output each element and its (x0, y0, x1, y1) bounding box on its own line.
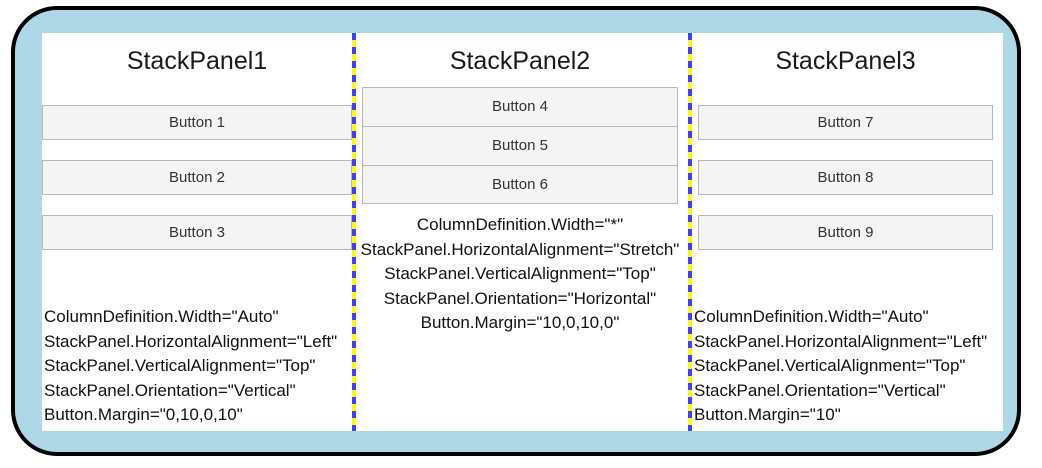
stackpanel-2: StackPanel2 Button 4 Button 5 Button 6 C… (352, 33, 688, 431)
column-divider-2 (688, 33, 692, 431)
annotation-line: StackPanel.Orientation="Vertical" (694, 380, 946, 400)
button-8[interactable]: Button 8 (698, 160, 993, 195)
button-5[interactable]: Button 5 (362, 126, 678, 165)
annotation-block-1: ColumnDefinition.Width="Auto" StackPanel… (44, 305, 337, 428)
annotation-line: StackPanel.Orientation="Vertical" (44, 380, 296, 400)
button-2[interactable]: Button 2 (42, 160, 352, 195)
annotation-line: ColumnDefinition.Width="*" (416, 215, 624, 234)
grid-content-area: StackPanel1 Button 1 Button 2 Button 3 C… (42, 33, 1003, 431)
grid-column-2: StackPanel2 Button 4 Button 5 Button 6 C… (352, 33, 688, 431)
panel-title-3: StackPanel3 (775, 47, 916, 75)
button-9[interactable]: Button 9 (698, 215, 993, 250)
annotation-line: ColumnDefinition.Width="Auto" (694, 307, 929, 326)
annotation-line: Button.Margin="0,10,0,10" (44, 405, 243, 424)
annotation-line: StackPanel.VerticalAlignment="Top" (44, 356, 316, 375)
stackpanel-3: StackPanel3 Button 7 Button 8 Button 9 C… (688, 33, 1003, 431)
stackpanel-1: StackPanel1 Button 1 Button 2 Button 3 C… (42, 33, 352, 431)
annotation-line: StackPanel.HorizontalAlignment="Stretch" (360, 239, 680, 259)
panel-title-2: StackPanel2 (449, 47, 591, 75)
button-6[interactable]: Button 6 (362, 165, 678, 204)
annotation-line: StackPanel.HorizontalAlignment="Left" (44, 331, 338, 351)
annotation-line: Button.Margin="10,0,10,0" (420, 313, 620, 332)
button-4[interactable]: Button 4 (362, 87, 678, 126)
button-7[interactable]: Button 7 (698, 105, 993, 140)
annotation-line: ColumnDefinition.Width="Auto" (44, 307, 279, 326)
button-3[interactable]: Button 3 (42, 215, 352, 250)
annotation-block-3: ColumnDefinition.Width="Auto" StackPanel… (694, 305, 987, 428)
column-divider-1 (352, 33, 356, 431)
annotation-line: StackPanel.VerticalAlignment="Top" (384, 264, 656, 283)
annotation-line: StackPanel.VerticalAlignment="Top" (694, 356, 966, 375)
button-stack-1: Button 1 Button 2 Button 3 (42, 95, 352, 260)
button-stack-3: Button 7 Button 8 Button 9 (688, 95, 1003, 260)
annotation-line: StackPanel.HorizontalAlignment="Left" (694, 331, 988, 351)
annotation-line: Button.Margin="10" (694, 405, 841, 424)
button-1[interactable]: Button 1 (42, 105, 352, 140)
grid-column-3: StackPanel3 Button 7 Button 8 Button 9 C… (688, 33, 1003, 431)
panel-title-1: StackPanel1 (126, 47, 268, 75)
button-stack-2: Button 4 Button 5 Button 6 (362, 87, 678, 204)
grid-column-1: StackPanel1 Button 1 Button 2 Button 3 C… (42, 33, 352, 431)
annotation-block-2: ColumnDefinition.Width="*" StackPanel.Ho… (344, 213, 696, 336)
annotation-line: StackPanel.Orientation="Horizontal" (383, 288, 657, 308)
